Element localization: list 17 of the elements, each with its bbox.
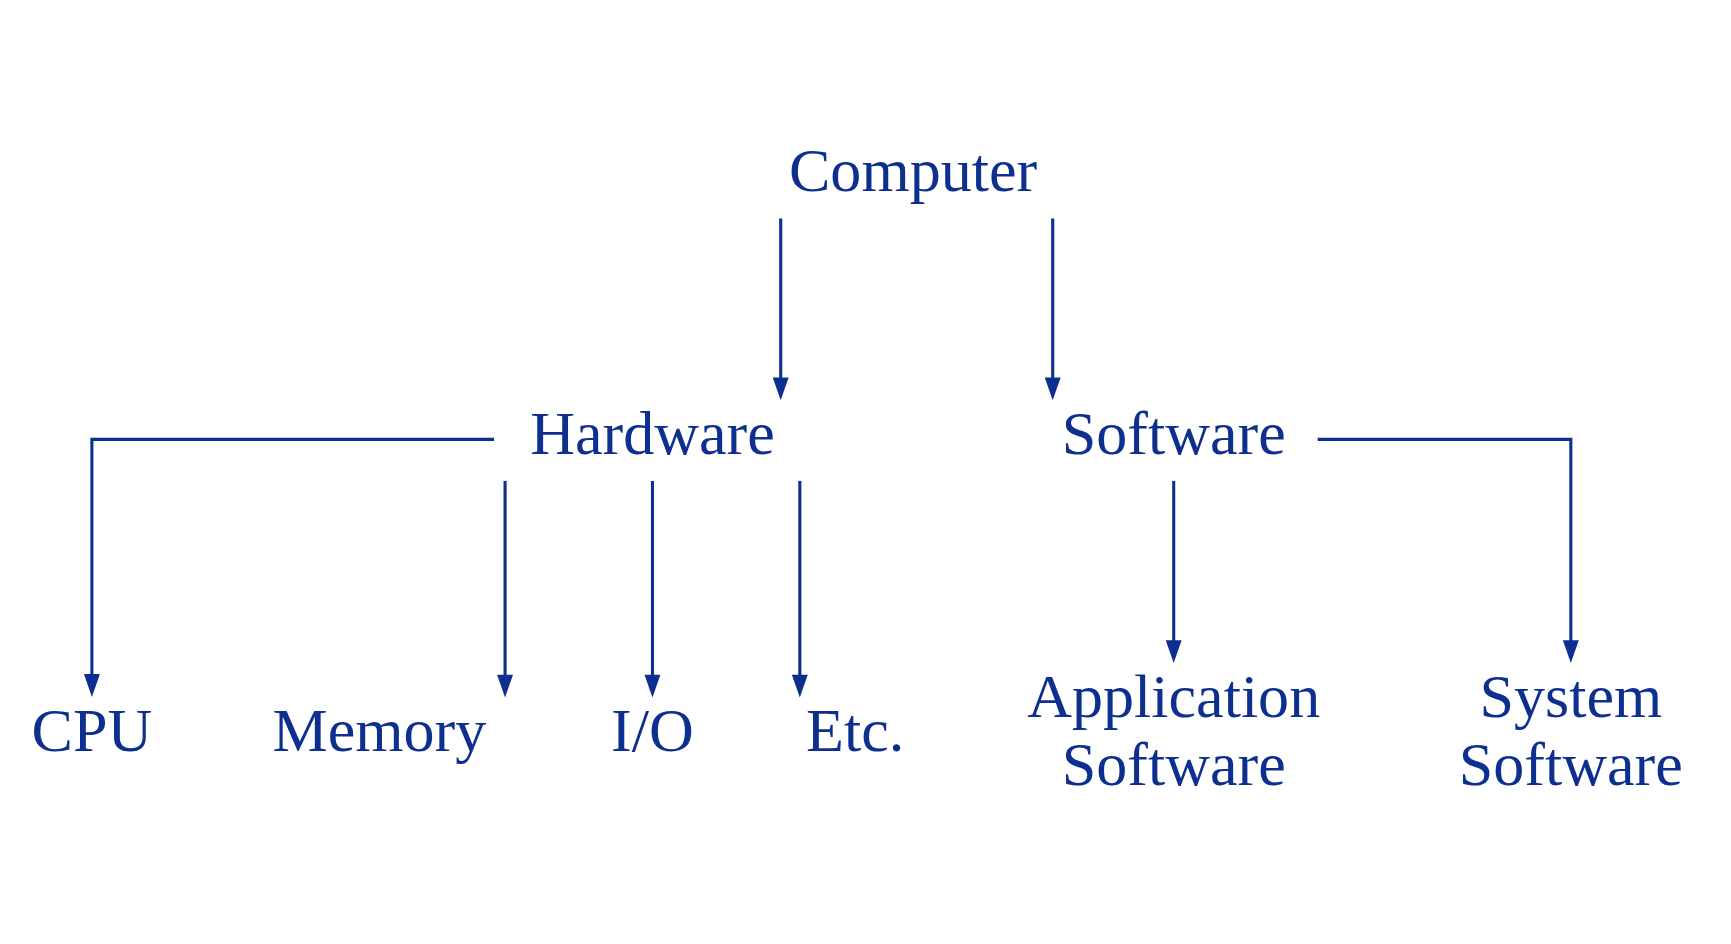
arrow bbox=[772, 217, 789, 400]
node-text: CPU bbox=[31, 695, 153, 764]
arrow bbox=[1165, 480, 1182, 663]
arrow bbox=[644, 480, 661, 697]
node-text: Memory bbox=[272, 695, 487, 764]
arrow bbox=[1044, 217, 1061, 400]
node-text: I/O bbox=[611, 695, 694, 764]
node-text: Application Software bbox=[1027, 661, 1321, 798]
arrow bbox=[791, 480, 808, 697]
arrow bbox=[83, 437, 495, 697]
node-text: Etc. bbox=[806, 695, 905, 764]
arrow bbox=[1317, 437, 1579, 663]
arrow bbox=[497, 480, 514, 697]
node-text: Software bbox=[1061, 398, 1286, 467]
node-text: Computer bbox=[788, 135, 1038, 204]
node-text: System Software bbox=[1458, 661, 1683, 798]
node-text: Hardware bbox=[530, 398, 775, 467]
